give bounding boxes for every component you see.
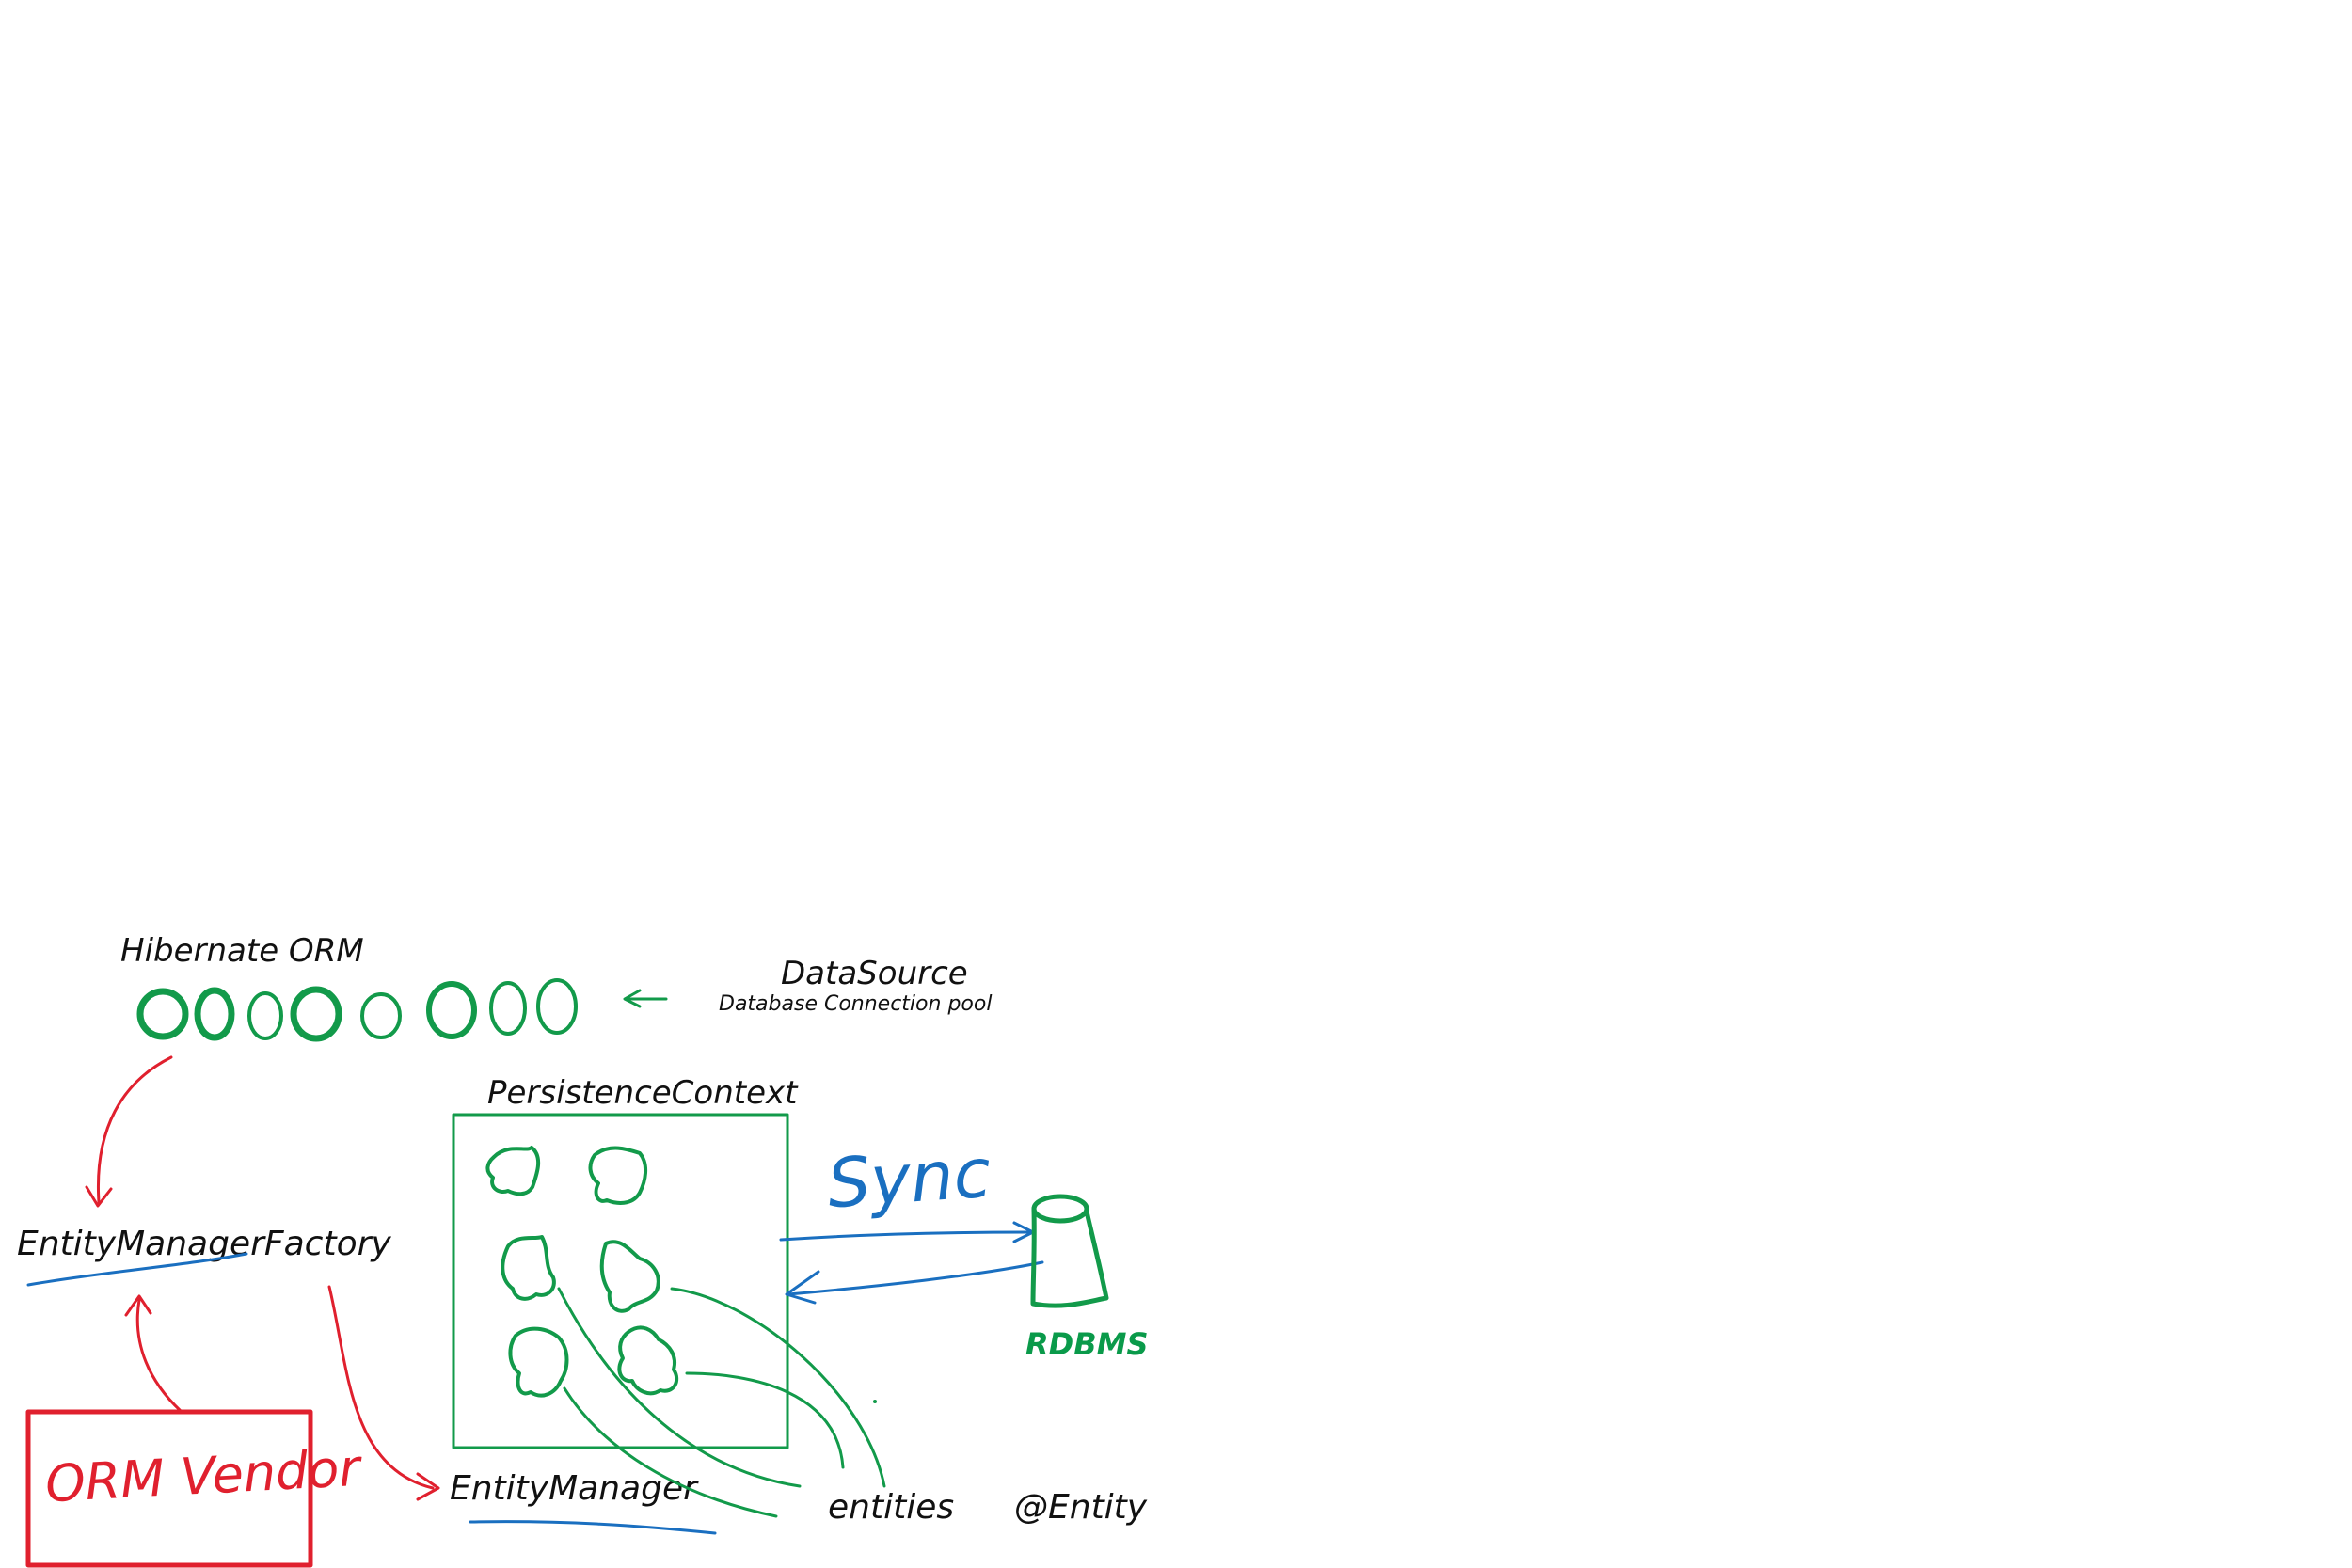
orm-vendor-label: ORM Vendor [44, 1438, 364, 1514]
connection-circle [290, 986, 342, 1042]
pool-to-emf-arrow [85, 1055, 173, 1208]
vendor-to-emf-arrow [124, 1294, 183, 1413]
connection-circle [194, 987, 235, 1041]
connection-circle [489, 981, 527, 1036]
entity-blobs [485, 1146, 679, 1398]
sync-arrow-to-db [779, 1221, 1035, 1243]
connection-circle [247, 991, 283, 1040]
connection-pool-label: Database Connection pool [719, 992, 992, 1016]
sync-arrow-from-db [785, 1260, 1044, 1305]
orm-vendor-box [25, 1409, 313, 1568]
emf-to-em-arrow [327, 1285, 440, 1501]
connection-circle [360, 992, 402, 1039]
connection-circle [426, 981, 477, 1039]
entity-blob [508, 1326, 569, 1398]
emf-underline [26, 1252, 248, 1287]
datasource-arrow [623, 989, 668, 1008]
connection-circle [136, 988, 189, 1040]
entity-manager-label: EntityManager [450, 1469, 699, 1508]
rdbms-label: RDBMS [1025, 1326, 1148, 1362]
em-underline [469, 1520, 717, 1535]
persistence-context-label: PersistenceContext [487, 1074, 799, 1112]
entity-blob [617, 1325, 679, 1396]
database-cylinder-icon [1030, 1194, 1109, 1308]
entity-pointer-lines [557, 1287, 886, 1518]
entity-blob [501, 1235, 556, 1301]
entity-blob [588, 1146, 647, 1205]
datasource-label: DataSource [781, 955, 968, 992]
entity-manager-factory-label: EntityManagerFactory [17, 1225, 391, 1263]
connection-circle [536, 978, 578, 1035]
entity-annotation-label: @Entity [1014, 1488, 1148, 1527]
entities-label: entities [828, 1488, 954, 1527]
entity-blob [485, 1146, 541, 1196]
sync-label: Sync [825, 1133, 993, 1224]
entity-blob [599, 1240, 660, 1313]
connection-pool-circles [136, 978, 578, 1042]
hibernate-orm-label: Hibernate ORM [120, 932, 364, 970]
persistence-context-box [452, 1113, 789, 1449]
